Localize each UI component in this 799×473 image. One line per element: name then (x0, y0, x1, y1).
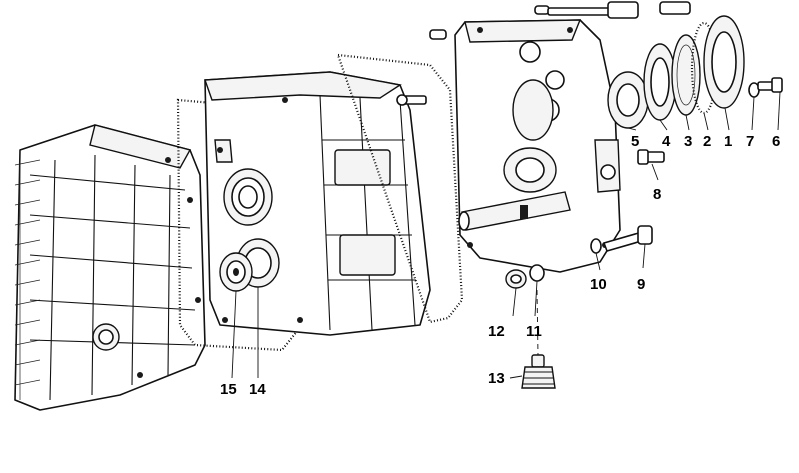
part-12-nut (505, 269, 527, 289)
callout-14: 14 (249, 381, 266, 398)
part-3-seal (671, 34, 701, 116)
part-4-ring (643, 43, 677, 121)
housing-bolt (396, 94, 427, 106)
dowel-pin (429, 5, 550, 40)
callout-15: 15 (220, 381, 237, 398)
callout-3: 3 (684, 133, 692, 150)
callout-1: 1 (724, 133, 732, 150)
top-bolt (547, 1, 691, 19)
callout-13: 13 (488, 370, 505, 387)
part-5-bearing (607, 71, 649, 129)
part-10-washer (590, 238, 602, 254)
callout-12: 12 (488, 323, 505, 340)
callout-4: 4 (662, 133, 671, 150)
callout-8: 8 (653, 186, 661, 203)
part-11-washer (529, 264, 545, 282)
part-13-drain-plug (521, 354, 556, 389)
callout-5: 5 (631, 133, 639, 150)
output-shaft (458, 191, 571, 231)
callout-9: 9 (637, 276, 645, 293)
part-9-bolt (603, 225, 653, 252)
part-6-bolt (757, 77, 783, 93)
bearing-upper (223, 168, 273, 226)
rear-extension-housing (454, 19, 621, 273)
callout-6: 6 (772, 133, 780, 150)
part-8-bolt (637, 149, 665, 165)
part-1-cover (703, 15, 745, 109)
callout-7: 7 (746, 133, 754, 150)
bearing-15 (219, 252, 253, 292)
callout-labels: 1 2 3 4 5 6 7 8 9 10 11 12 13 14 15 (220, 133, 780, 398)
callout-2: 2 (703, 133, 711, 150)
leader-lines (231, 91, 781, 379)
gearbox-main-housing (14, 124, 206, 411)
callout-11: 11 (526, 323, 542, 340)
callout-10: 10 (590, 276, 607, 293)
